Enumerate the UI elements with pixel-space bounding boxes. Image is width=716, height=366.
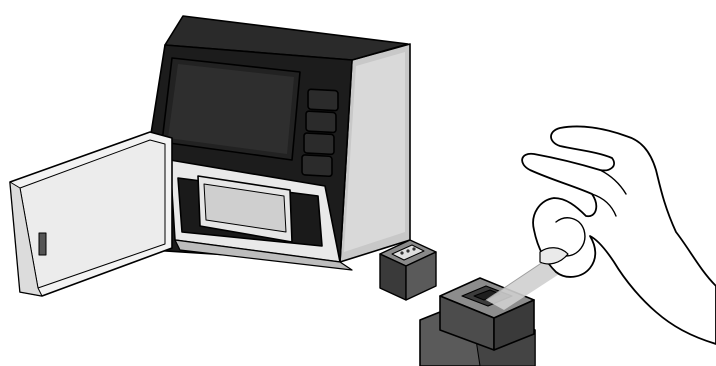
large-cartridge-side bbox=[493, 299, 535, 351]
fingertip-grip bbox=[539, 247, 569, 265]
door-edge bbox=[9, 181, 43, 297]
open-door-icon bbox=[9, 131, 173, 297]
hand-icon bbox=[521, 125, 716, 345]
menu-button-4 bbox=[301, 154, 333, 178]
menu-button-2 bbox=[305, 110, 337, 134]
printer-icon bbox=[149, 15, 411, 271]
print-carriage-face bbox=[203, 183, 287, 233]
menu-button-3 bbox=[303, 132, 335, 156]
printer-base bbox=[174, 239, 353, 271]
door-latch bbox=[38, 232, 47, 256]
cartridge-dot-3 bbox=[412, 247, 416, 251]
ink-cartridge-icon bbox=[379, 239, 437, 301]
display-screen-inner bbox=[168, 64, 294, 154]
hand-outline bbox=[521, 125, 716, 345]
printer-side-highlight bbox=[344, 52, 405, 252]
door-inner-face bbox=[19, 139, 166, 289]
finger-crease-2 bbox=[591, 193, 617, 217]
menu-button-1 bbox=[307, 88, 339, 112]
thumb-loop bbox=[555, 217, 586, 257]
cartridge-side bbox=[405, 251, 437, 301]
cartridge-dot-2 bbox=[406, 249, 410, 253]
cartridge-dot-1 bbox=[400, 251, 404, 255]
finger-crease-1 bbox=[599, 169, 627, 195]
